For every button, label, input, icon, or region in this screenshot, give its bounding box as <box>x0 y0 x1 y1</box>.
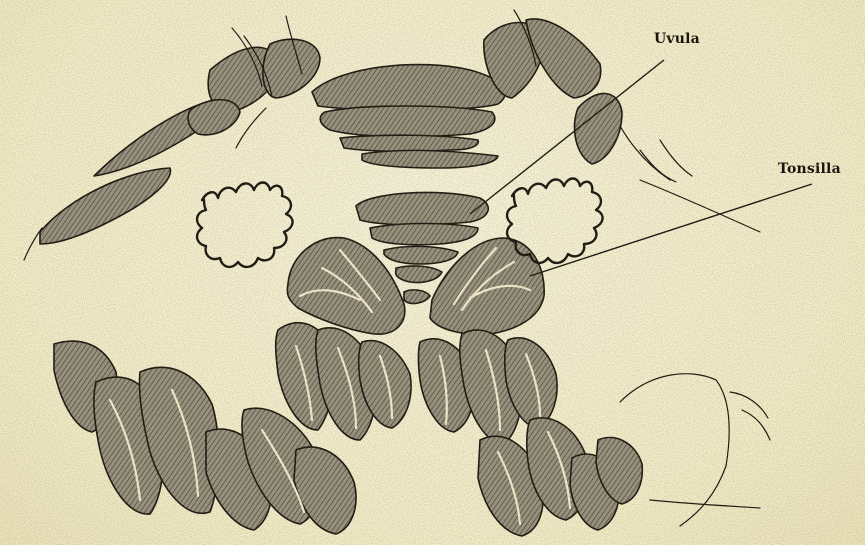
tonsilla-label: Tonsilla <box>778 161 841 177</box>
uvula-label: Uvula <box>654 31 700 47</box>
